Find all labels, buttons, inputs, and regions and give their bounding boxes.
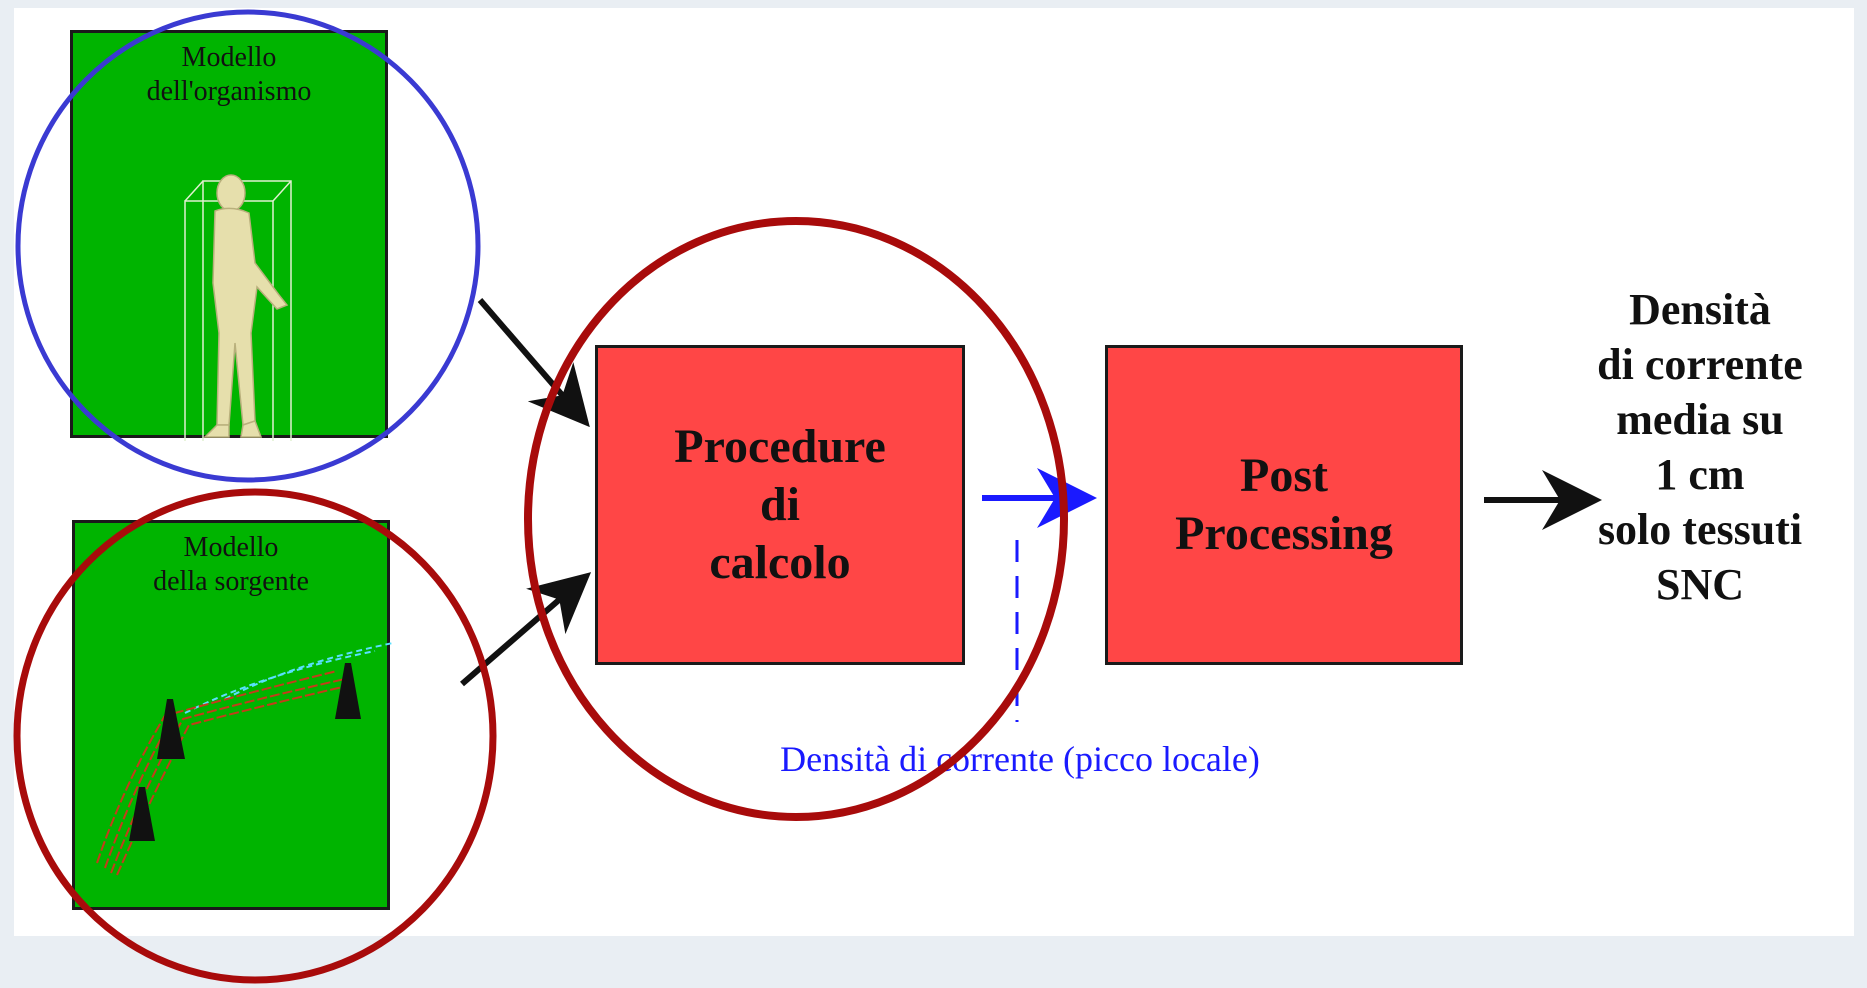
source-highlight-circle <box>13 488 497 984</box>
human-figure-icon <box>184 174 292 441</box>
calculation-procedures-label: Procedure di calcolo <box>674 420 886 589</box>
calculation-highlight-circle <box>524 217 1068 821</box>
source-model-box: Modello della sorgente <box>72 520 393 910</box>
post-processing-label: Post Processing <box>1175 449 1393 560</box>
organism-highlight-circle <box>15 9 481 483</box>
organism-model-label: Modello dell'organismo <box>146 42 312 107</box>
power-line-icon <box>96 642 393 876</box>
calculation-procedures-box: Procedure di calcolo <box>595 345 965 665</box>
organism-model-box: Modello dell'organismo <box>70 30 388 441</box>
post-processing-box: Post Processing <box>1105 345 1463 665</box>
output-description: Densità di corrente media su 1 cm solo t… <box>1597 285 1803 609</box>
arrow-organism-to-calculation <box>477 298 590 428</box>
source-model-label: Modello della sorgente <box>153 532 309 597</box>
intermediate-output-caption: Densità di corrente (picco locale) <box>780 739 1260 779</box>
